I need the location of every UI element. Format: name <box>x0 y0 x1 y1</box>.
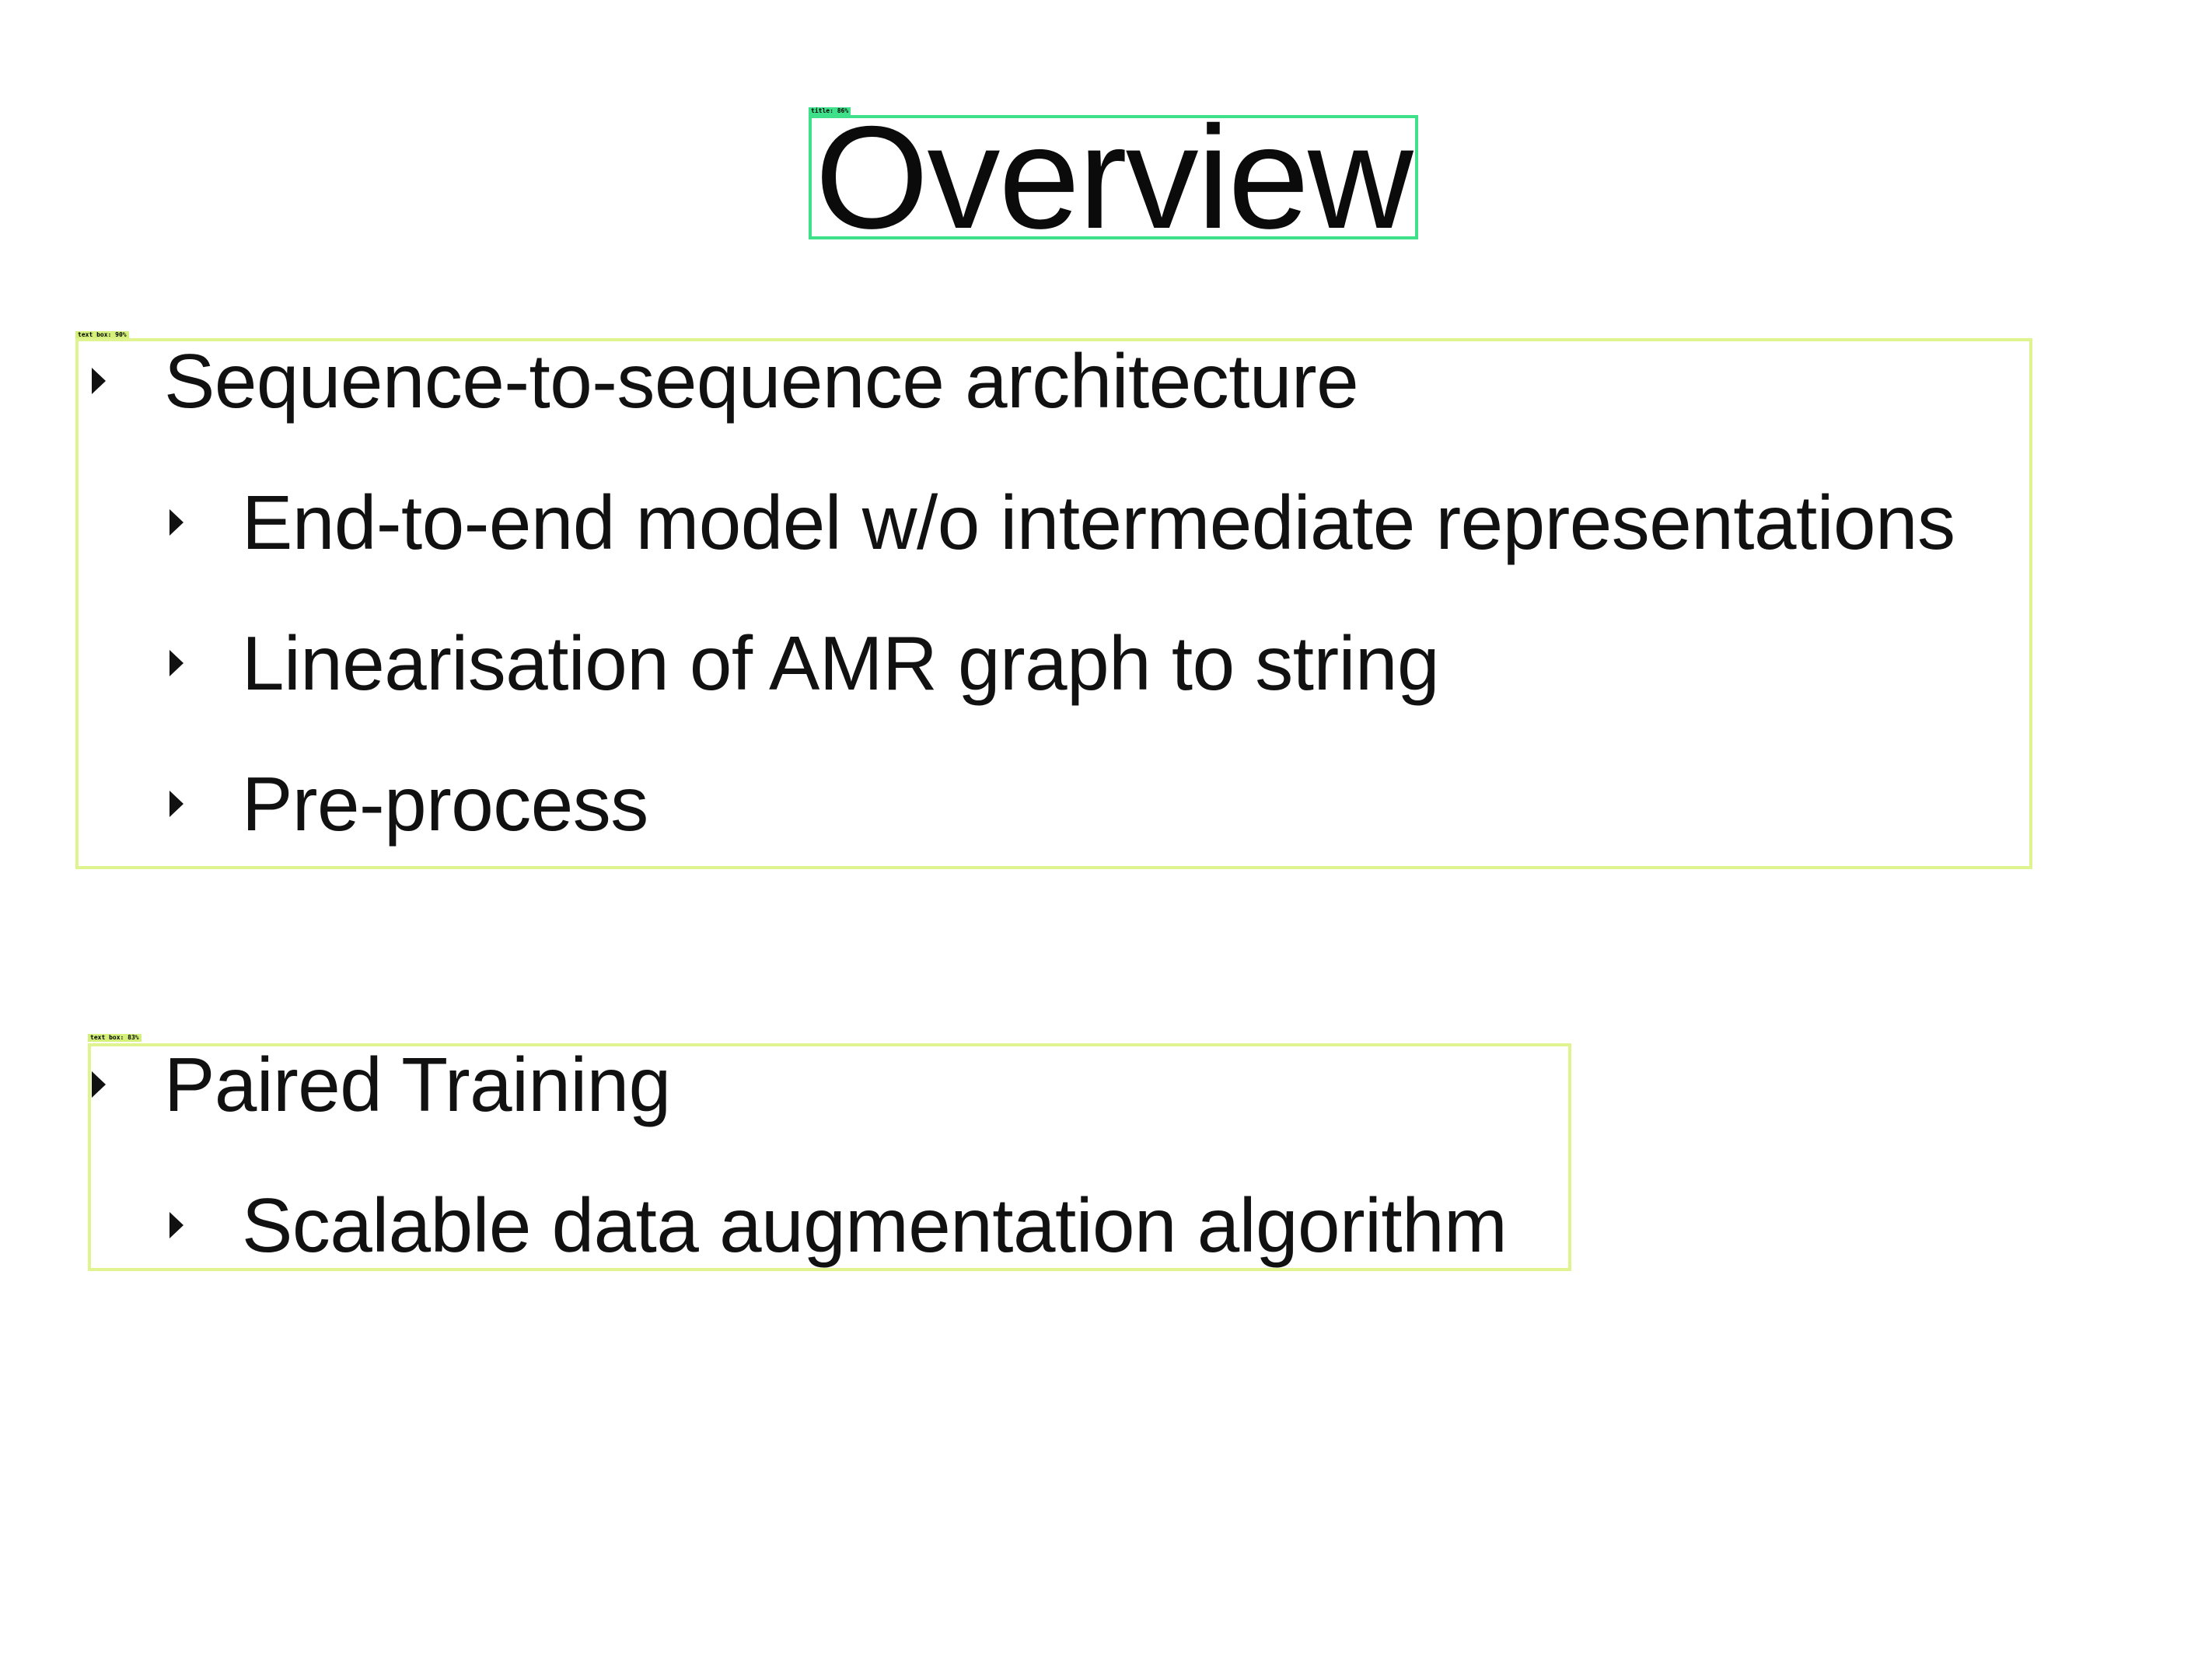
text-box-1-detection-box <box>75 338 2032 869</box>
sub-bullet-scalable-augmentation: Scalable data augmentation algorithm <box>169 1179 1508 1272</box>
bullet-label: Scalable data augmentation algorithm <box>242 1182 1508 1268</box>
text-box-1-detection-tag: text box: 90% <box>75 331 129 339</box>
text-box-2-detection-tag: text box: 83% <box>88 1034 142 1042</box>
bullet-label: Pre-process <box>242 761 648 847</box>
bullet-label: Linearisation of AMR graph to string <box>242 620 1439 706</box>
triangle-bullet-icon <box>169 650 183 676</box>
sub-bullet-end-to-end: End-to-end model w/o intermediate repres… <box>169 476 1955 569</box>
sub-bullet-pre-process: Pre-process <box>169 757 648 850</box>
bullet-label: Paired Training <box>164 1042 671 1127</box>
text-box-2-detection-box <box>88 1043 1571 1271</box>
title-detection-box <box>809 115 1418 239</box>
slide-title: Overview <box>815 96 1414 259</box>
bullet-label: Sequence-to-sequence architecture <box>164 338 1359 424</box>
triangle-bullet-icon <box>92 1071 106 1098</box>
sub-bullet-linearisation: Linearisation of AMR graph to string <box>169 616 1439 710</box>
triangle-bullet-icon <box>169 791 183 817</box>
bullet-label: End-to-end model w/o intermediate repres… <box>242 480 1955 565</box>
bullet-paired-training: Paired Training <box>92 1038 671 1131</box>
triangle-bullet-icon <box>92 368 106 394</box>
triangle-bullet-icon <box>169 1212 183 1238</box>
bullet-sequence-architecture: Sequence-to-sequence architecture <box>92 334 1359 428</box>
triangle-bullet-icon <box>169 509 183 536</box>
title-detection-tag: title: 86% <box>809 107 851 115</box>
